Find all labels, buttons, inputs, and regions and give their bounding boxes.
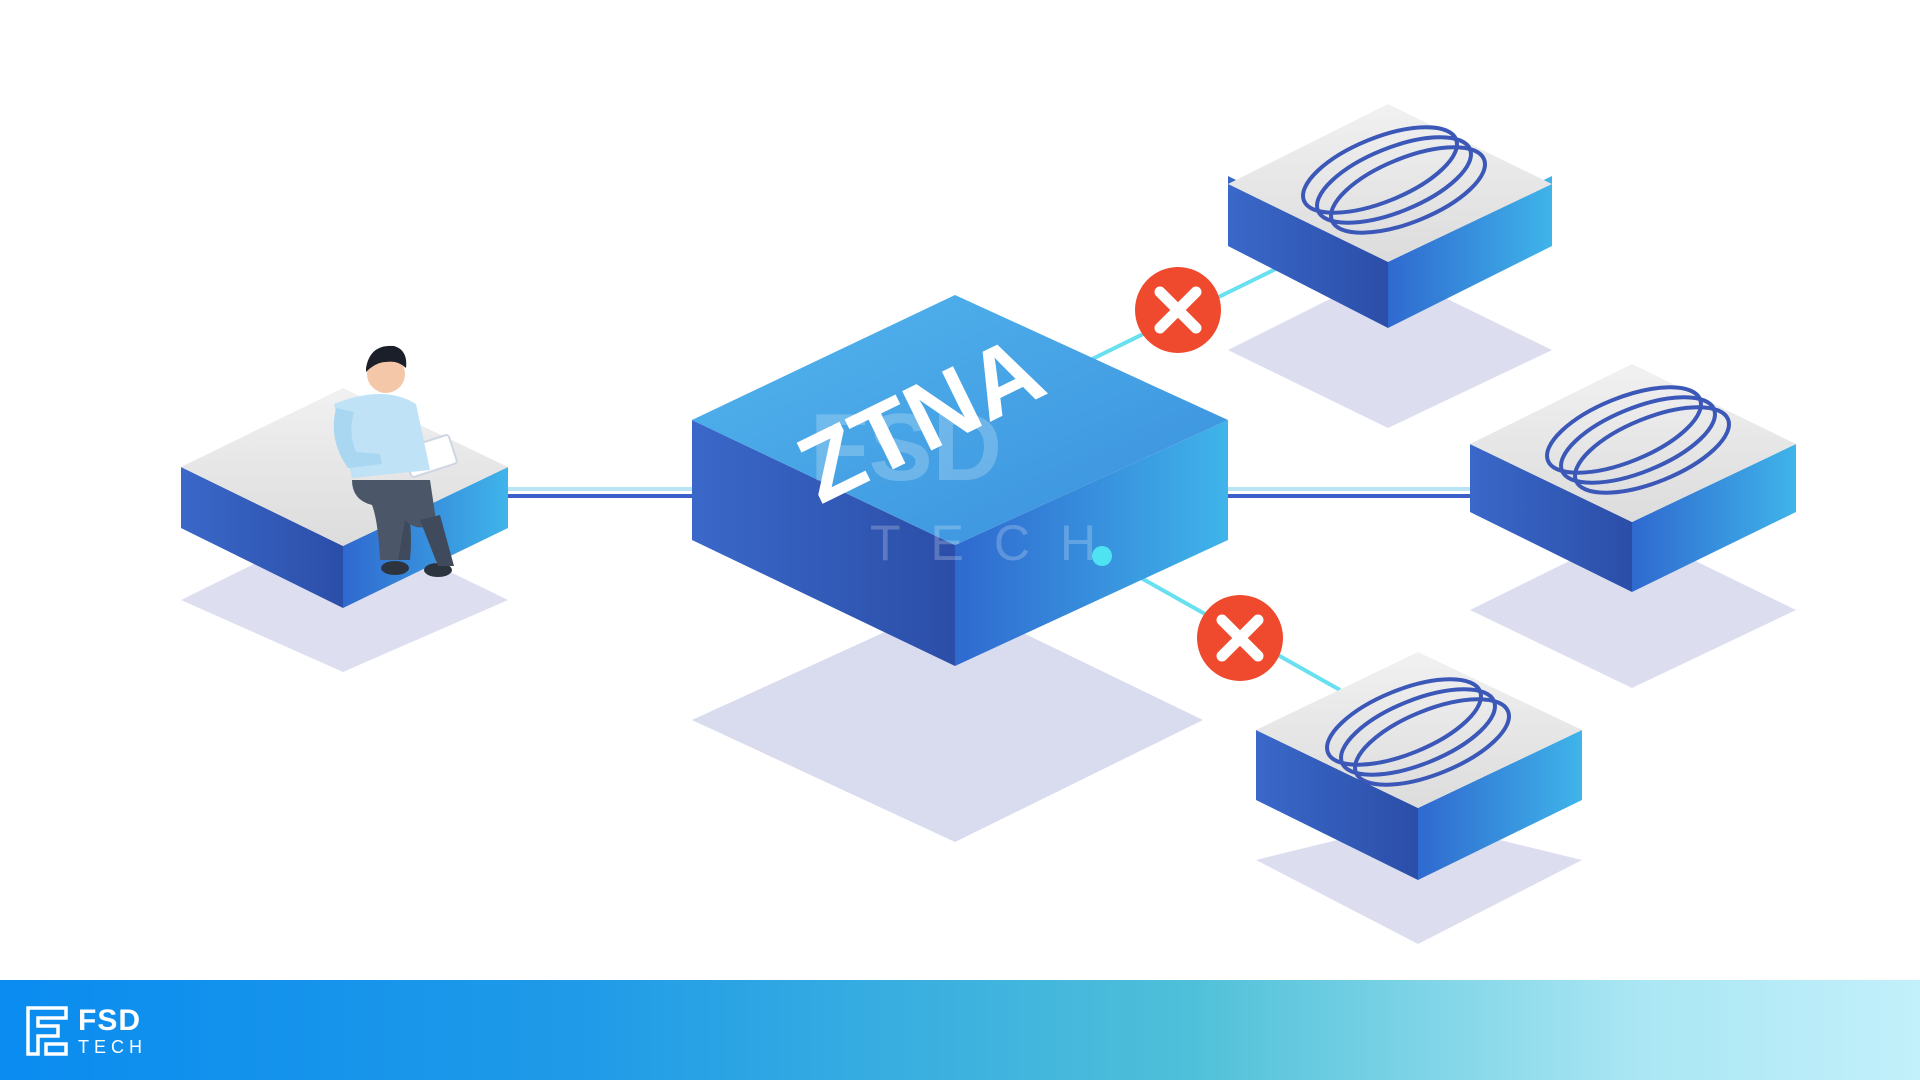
footer-brand: FSD — [78, 1004, 141, 1037]
watermark: FSD TECH — [810, 394, 1126, 571]
fsd-tech-logo[interactable]: FSD TECH — [26, 1005, 147, 1057]
database-icon — [1301, 125, 1487, 235]
svg-text:FSD: FSD — [810, 394, 1002, 501]
svg-text:TECH: TECH — [870, 515, 1126, 571]
ztna-port-dot — [1092, 546, 1112, 566]
blocked-x-mark-icon-top — [1135, 267, 1221, 353]
server-top — [1228, 104, 1552, 428]
blocked-x-mark-icon-bottom — [1197, 595, 1283, 681]
database-icon — [1545, 385, 1731, 495]
database-icon — [1325, 677, 1511, 787]
user-node — [181, 388, 508, 672]
server-middle — [1470, 364, 1796, 688]
link-user-to-ztna — [505, 487, 692, 498]
user-person-icon — [333, 345, 458, 577]
footer-sub: TECH — [78, 1037, 147, 1057]
server-bottom — [1256, 652, 1582, 944]
fsd-logo-mark-icon — [26, 1006, 68, 1056]
ztna-shadow — [692, 600, 1203, 842]
link-ztna-to-server-middle — [1228, 487, 1470, 498]
footer-bar: FSD TECH — [0, 980, 1920, 1080]
ztna-gateway: ZTNA FSD TECH — [692, 295, 1228, 842]
ztna-diagram: ZTNA FSD TECH — [181, 104, 1796, 944]
